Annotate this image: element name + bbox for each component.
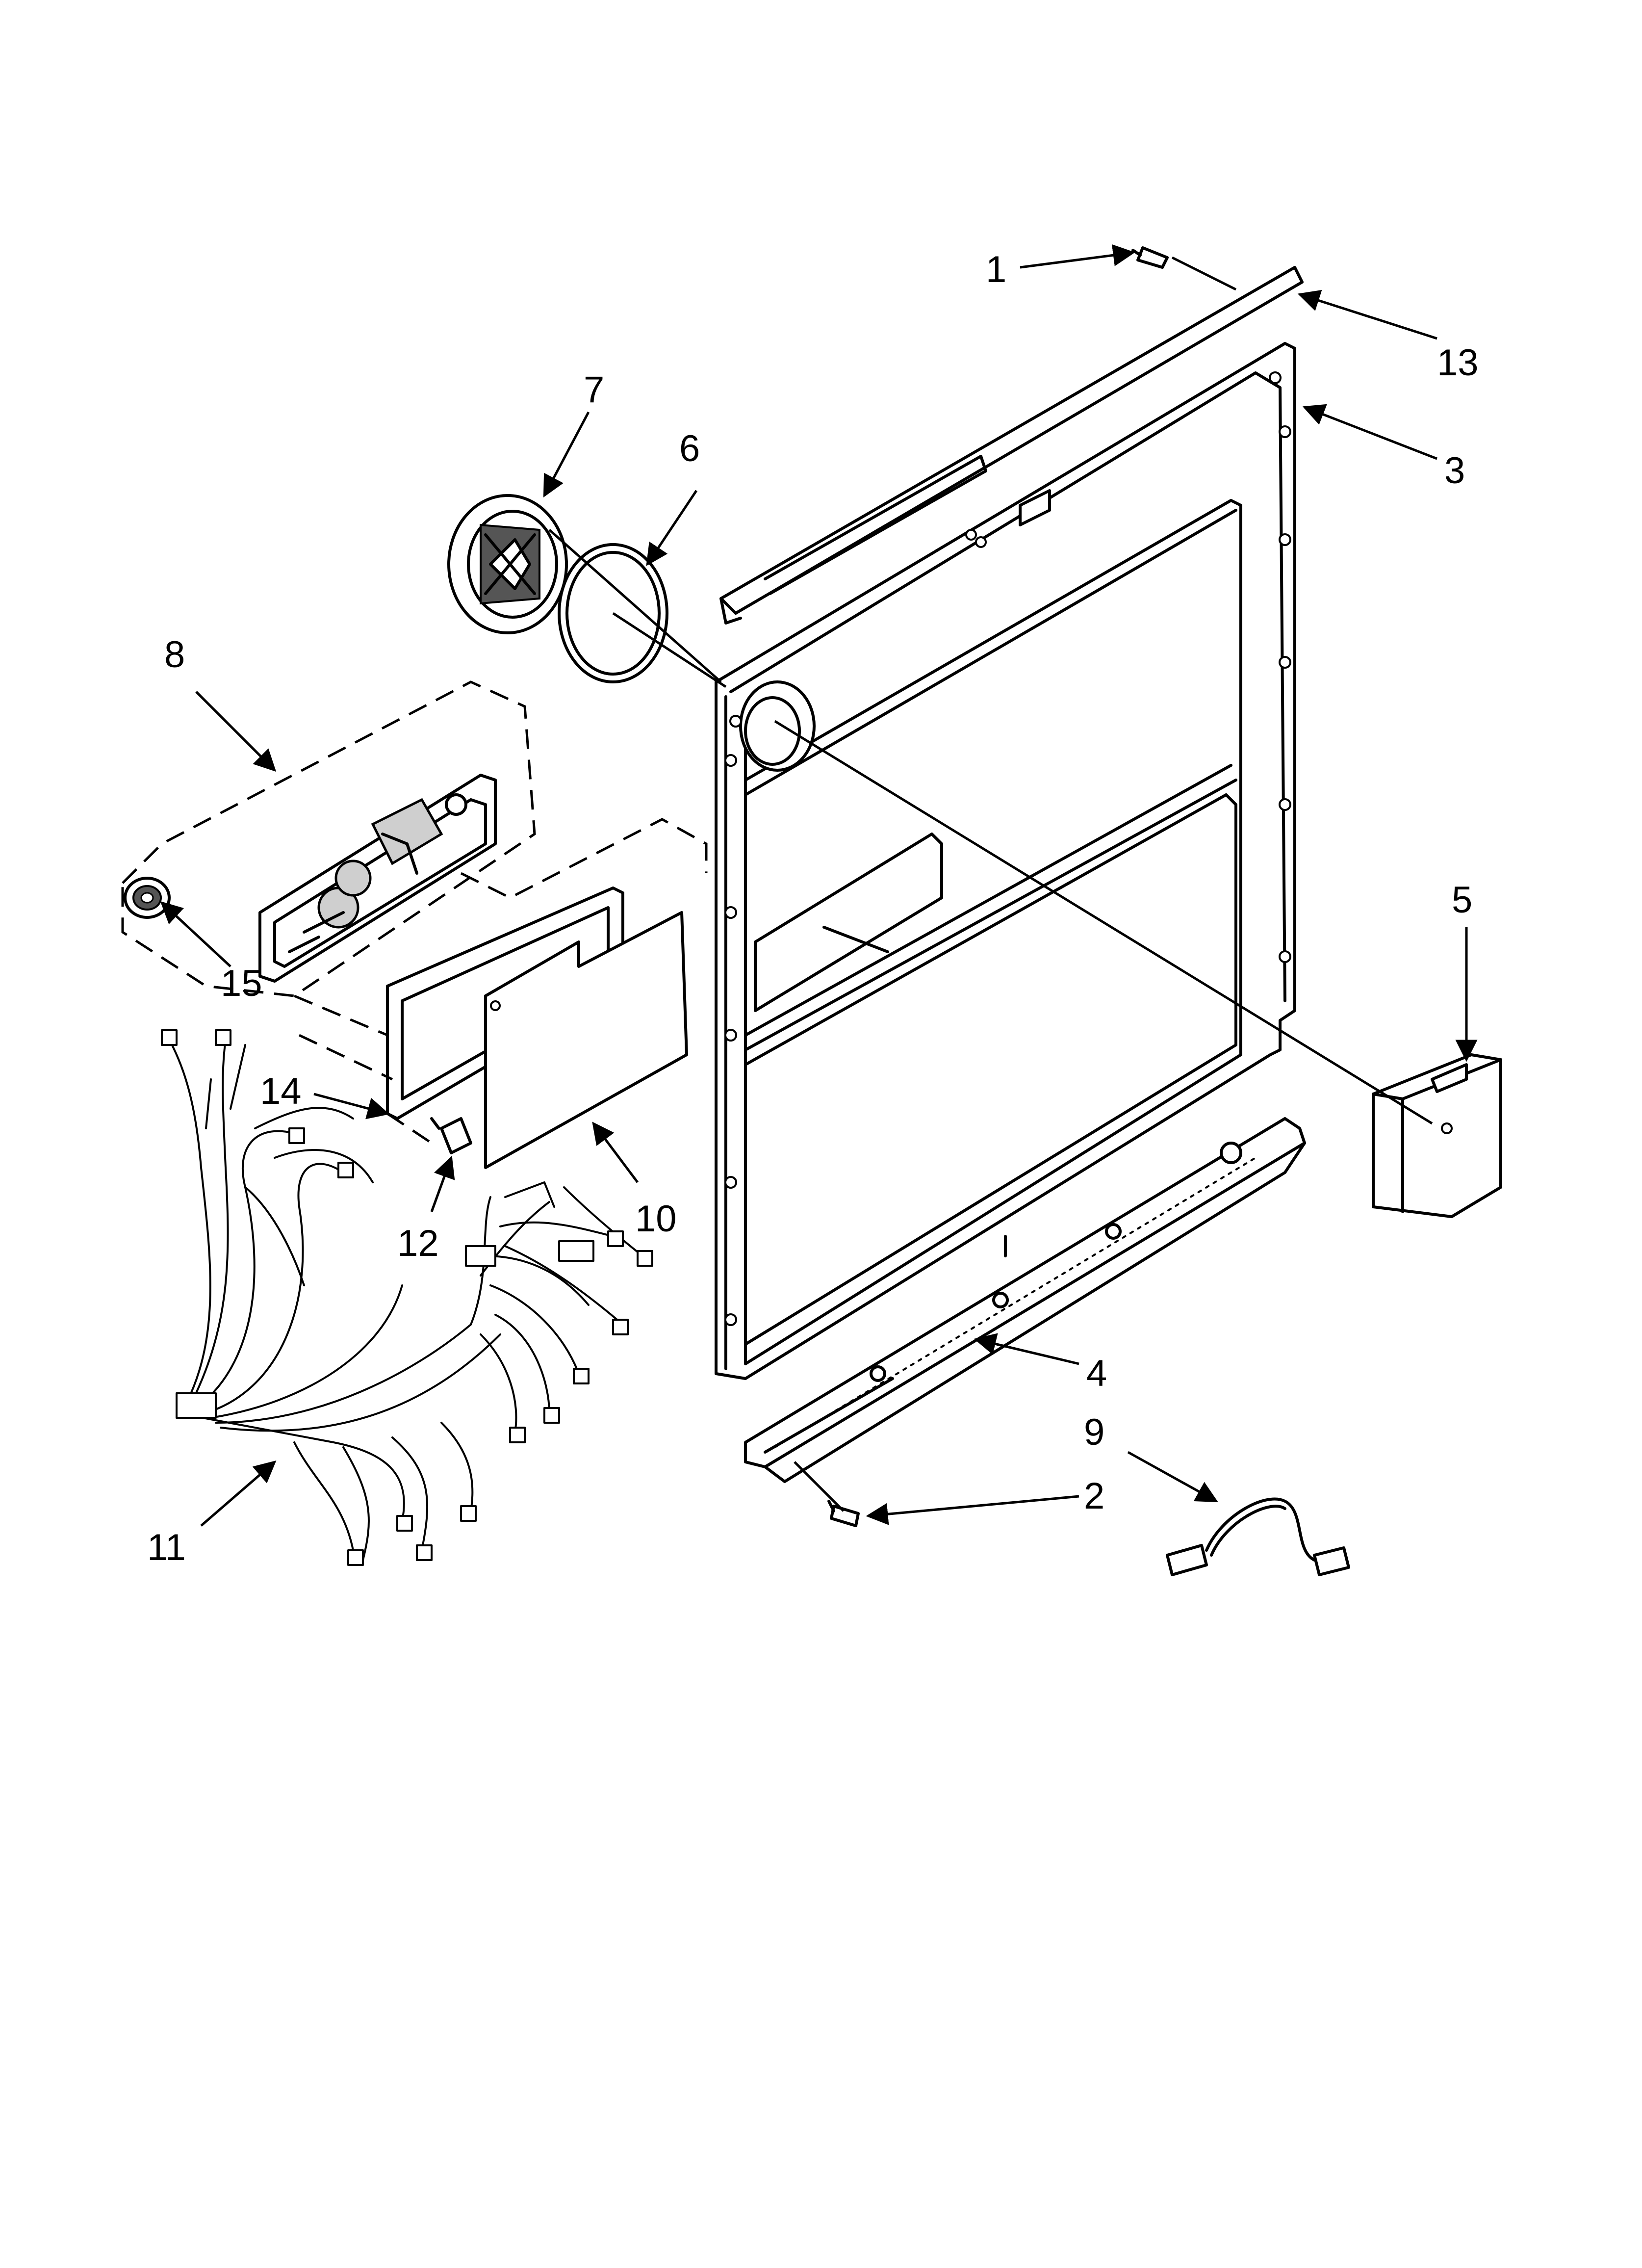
control-board — [484, 911, 688, 1169]
control-knob — [124, 877, 171, 919]
sensor-wire — [1166, 1497, 1350, 1576]
top-door-trim — [719, 266, 1304, 625]
bottom-screw — [827, 1500, 860, 1527]
alignment-lines — [548, 256, 1433, 1512]
callout-11: 11 — [147, 1527, 186, 1568]
wire-harness — [161, 1029, 653, 1566]
callout-2: 2 — [1084, 1475, 1104, 1517]
callout-1: 1 — [986, 249, 1006, 290]
callout-5: 5 — [1452, 879, 1472, 921]
callout-7: 7 — [584, 369, 604, 411]
control-assembly-outline — [121, 680, 708, 1145]
callout-14: 14 — [260, 1070, 302, 1112]
callout-6: 6 — [679, 428, 700, 469]
callout-4: 4 — [1086, 1353, 1107, 1394]
vent-bracket — [1372, 1053, 1502, 1218]
bottom-door-trim — [744, 1117, 1306, 1483]
callout-13: 13 — [1437, 342, 1479, 384]
callout-10: 10 — [635, 1198, 677, 1240]
callout-12: 12 — [397, 1223, 439, 1264]
top-screw — [1131, 246, 1169, 269]
leader-arrows — [160, 244, 1478, 1527]
callout-8: 8 — [164, 634, 185, 676]
callout-3: 3 — [1444, 450, 1465, 492]
vent-cap — [447, 494, 568, 634]
callout-labels: 1 2 3 4 5 6 7 8 9 10 11 12 13 14 15 — [147, 249, 1479, 1568]
callout-15: 15 — [221, 963, 262, 1004]
panel-screw — [430, 1117, 472, 1154]
callout-9: 9 — [1084, 1411, 1104, 1453]
control-panel — [258, 774, 497, 983]
